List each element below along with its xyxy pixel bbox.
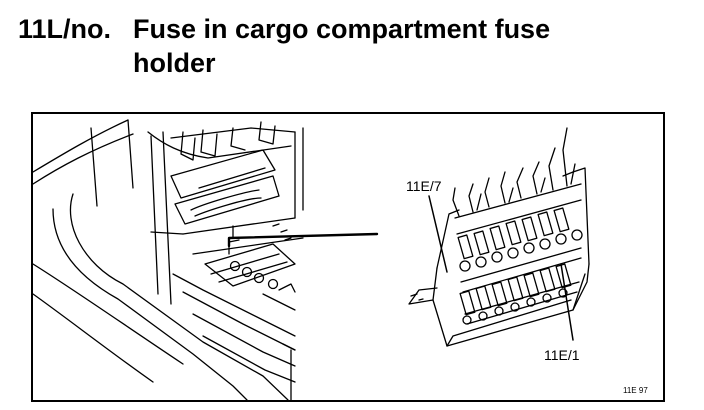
fuse-holder-detail: [408, 127, 590, 347]
cargo-compartment-illustration: [33, 119, 379, 400]
section-title: Fuse in cargo compartment fuse holder: [133, 14, 551, 78]
fuse-label-11e-7: 11E/7: [405, 178, 443, 194]
fuse-label-11e-1: 11E/1: [543, 347, 581, 363]
section-number: 11L/no.: [18, 14, 112, 44]
fuse-holder-figure: 11E/7 11E/1 11E 97: [31, 112, 665, 402]
figure-code: 11E 97: [623, 386, 648, 395]
